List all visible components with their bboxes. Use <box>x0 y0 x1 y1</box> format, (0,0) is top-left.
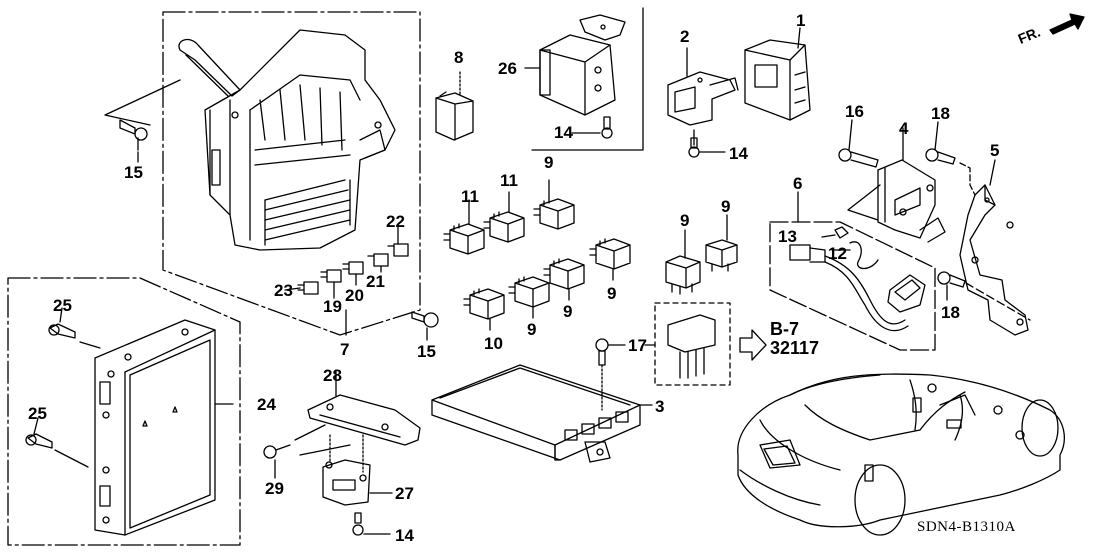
harness-kit-frame <box>769 191 936 351</box>
relays-drawing <box>443 179 631 331</box>
callout-27[interactable]: 27 <box>395 484 414 503</box>
callout-14-mid[interactable]: 14 <box>729 144 748 163</box>
cross-reference-group[interactable]: 32117 <box>770 337 820 358</box>
cross-reference-arrow-icon <box>739 329 767 361</box>
callout-18-top[interactable]: 18 <box>931 104 950 123</box>
callout-9-d[interactable]: 9 <box>607 284 617 303</box>
callout-10[interactable]: 10 <box>484 334 503 353</box>
callout-8[interactable]: 8 <box>454 48 464 67</box>
callout-28[interactable]: 28 <box>323 366 342 385</box>
connector-drawing <box>644 314 716 379</box>
callout-23[interactable]: 23 <box>274 281 293 300</box>
callout-13[interactable]: 13 <box>778 227 797 246</box>
callout-9-e[interactable]: 9 <box>680 211 690 230</box>
front-direction-label: FR. <box>1016 24 1043 48</box>
bolt-15-bottom <box>411 311 439 341</box>
fuses <box>284 225 409 336</box>
callout-1[interactable]: 1 <box>796 11 806 30</box>
callout-18-bottom[interactable]: 18 <box>941 303 960 322</box>
callout-2[interactable]: 2 <box>680 27 690 46</box>
bracket-2-drawing <box>667 47 739 158</box>
callout-25-bottom[interactable]: 25 <box>28 404 47 423</box>
ecu-3-drawing <box>431 364 653 463</box>
bolt-29 <box>263 444 291 479</box>
front-arrow-icon <box>1049 13 1085 35</box>
callout-14-bottom[interactable]: 14 <box>395 526 414 545</box>
callout-26[interactable]: 26 <box>498 59 517 78</box>
bolt-16 <box>838 119 879 168</box>
callout-7[interactable]: 7 <box>340 340 350 359</box>
bolt-17 <box>595 338 626 366</box>
unit-1-drawing <box>744 27 811 121</box>
callout-9-f[interactable]: 9 <box>721 197 731 216</box>
callout-9-a[interactable]: 9 <box>544 153 554 172</box>
large-relays-drawing <box>665 214 738 295</box>
cross-reference-section[interactable]: B-7 <box>770 319 800 339</box>
harness-drawing <box>789 226 926 332</box>
callout-4[interactable]: 4 <box>899 119 909 138</box>
callout-11-b[interactable]: 11 <box>461 187 479 206</box>
diagram-code: SDN4-B1310A <box>917 519 1016 535</box>
callout-14-top[interactable]: 14 <box>554 123 573 142</box>
vehicle-location-drawing <box>737 373 1065 536</box>
cross-reference-link[interactable]: B-7 32117 <box>770 320 819 358</box>
callout-22[interactable]: 22 <box>386 212 405 231</box>
fuse-relay-box-drawing <box>104 29 396 251</box>
unit-26-frame <box>531 7 644 151</box>
callout-15-lower[interactable]: 15 <box>417 342 436 361</box>
bolt-15-top <box>119 119 148 163</box>
callout-9-b[interactable]: 9 <box>527 320 537 339</box>
control-module-drawing <box>25 307 234 536</box>
callout-6[interactable]: 6 <box>793 174 803 193</box>
callout-29[interactable]: 29 <box>265 479 284 498</box>
connector-frame <box>654 302 731 386</box>
callout-17[interactable]: 17 <box>628 336 647 355</box>
callout-21[interactable]: 21 <box>366 272 385 291</box>
callout-19[interactable]: 19 <box>323 297 342 316</box>
bolt-18-bottom <box>937 271 1031 321</box>
callout-16[interactable]: 16 <box>845 102 864 121</box>
callout-24[interactable]: 24 <box>257 395 276 414</box>
callout-11-a[interactable]: 11 <box>500 171 518 190</box>
callout-5[interactable]: 5 <box>990 141 1000 160</box>
callout-15[interactable]: 15 <box>124 163 143 182</box>
bolt-18-top <box>925 121 976 196</box>
callout-12[interactable]: 12 <box>828 244 847 263</box>
sensor-27-drawing <box>322 434 393 536</box>
bracket-28-drawing <box>294 369 421 456</box>
control-module-frame <box>7 277 241 546</box>
bracket-5-drawing <box>959 159 1029 336</box>
fuse-box-frame <box>162 11 421 336</box>
sensor-4-drawing <box>847 127 946 243</box>
callout-25-top[interactable]: 25 <box>53 296 72 315</box>
callout-20[interactable]: 20 <box>345 286 364 305</box>
callout-9-c[interactable]: 9 <box>563 302 573 321</box>
relay-8-drawing <box>435 71 474 141</box>
unit-26-drawing <box>524 14 626 139</box>
callout-3[interactable]: 3 <box>655 397 665 416</box>
